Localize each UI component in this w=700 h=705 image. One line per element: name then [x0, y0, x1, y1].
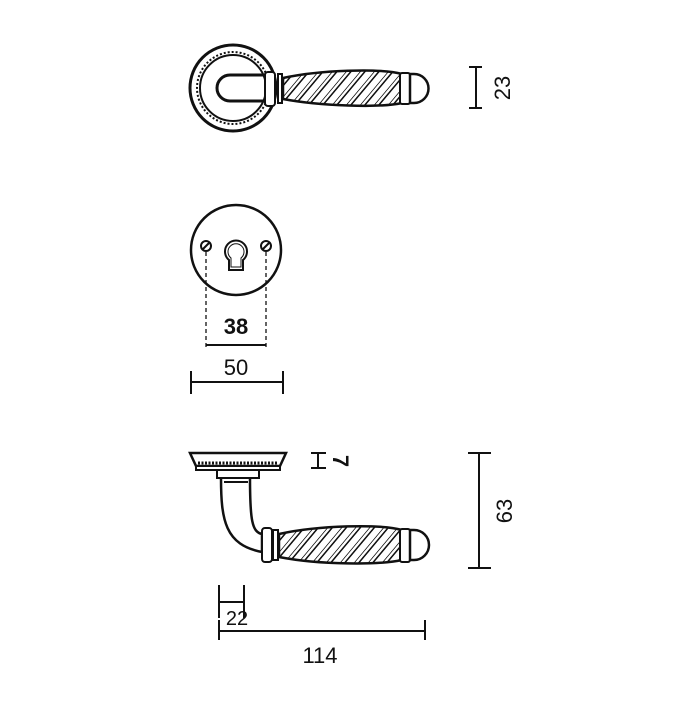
dimension-22-line: [218, 585, 245, 618]
twisted-grip-side: [277, 524, 404, 565]
grip-end-cap-side: [408, 528, 431, 562]
escutcheon-plate: [189, 203, 283, 297]
collar-ring: [277, 73, 283, 104]
dimension-23-line: [469, 66, 482, 109]
dimension-50-label: 50: [224, 355, 248, 380]
dimension-23-label: 23: [490, 76, 515, 100]
handle-side-view: 7 63 22 114: [188, 451, 517, 668]
grip-end-collar: [399, 72, 411, 105]
lever-neck-side: [219, 477, 264, 554]
dimension-114-label: 114: [302, 643, 337, 668]
dimension-22: 22: [218, 585, 248, 630]
dimension-38-label: 38: [224, 314, 248, 339]
screw-left: [200, 240, 212, 252]
dimension-22-label: 22: [226, 608, 248, 630]
grip-end-collar-side: [399, 528, 411, 563]
lever-neck: [215, 73, 268, 103]
dimension-50-line: [190, 371, 284, 394]
dimension-50: 50: [190, 355, 284, 394]
rose: [188, 43, 278, 133]
dimension-114: 114: [218, 620, 426, 668]
screw-right: [260, 240, 272, 252]
screw-guide-lines: [205, 252, 267, 348]
dimension-7: 7: [311, 452, 353, 469]
escutcheon-view: 38 50: [189, 203, 284, 394]
keyhole: [224, 239, 248, 271]
dimension-7-label: 7: [328, 455, 353, 467]
grip-collar-side: [261, 527, 273, 563]
dimension-63-line: [468, 452, 491, 569]
dimension-23: 23: [469, 66, 515, 109]
dimension-38: 38: [206, 314, 266, 346]
dimension-7-line: [311, 452, 326, 469]
dimension-63: 63: [468, 452, 517, 569]
collar: [264, 71, 276, 107]
twisted-grip: [281, 69, 404, 108]
neck-collar: [216, 469, 260, 479]
handle-top-view: 23: [188, 43, 515, 133]
dimension-114-line: [218, 620, 426, 640]
grip-end-cap: [408, 72, 430, 105]
rope-ring: [196, 51, 270, 125]
dimension-63-label: 63: [492, 499, 517, 523]
grip-collar-ring-side: [272, 529, 279, 561]
rose-inner-ring: [199, 54, 267, 122]
keyhole-inner: [227, 243, 245, 268]
